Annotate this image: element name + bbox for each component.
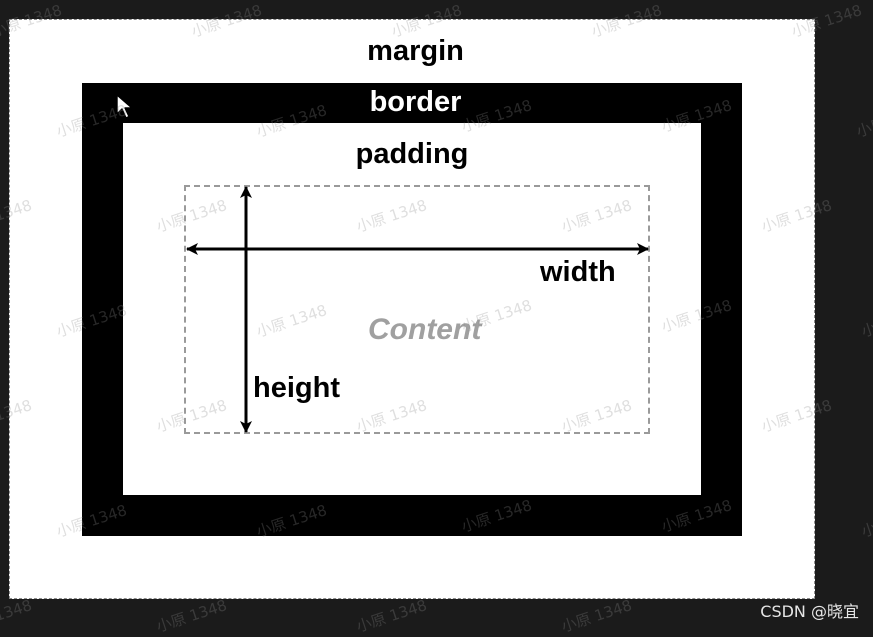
credit-text: CSDN @晓宜: [760, 602, 859, 621]
margin-label: margin: [367, 35, 464, 67]
mouse-cursor-icon: [116, 94, 133, 119]
content-label: Content: [368, 313, 482, 346]
border-label: border: [369, 86, 462, 118]
width-label: width: [540, 256, 616, 288]
height-label: height: [253, 372, 340, 404]
padding-label: padding: [355, 138, 469, 170]
content-area: [184, 185, 650, 434]
